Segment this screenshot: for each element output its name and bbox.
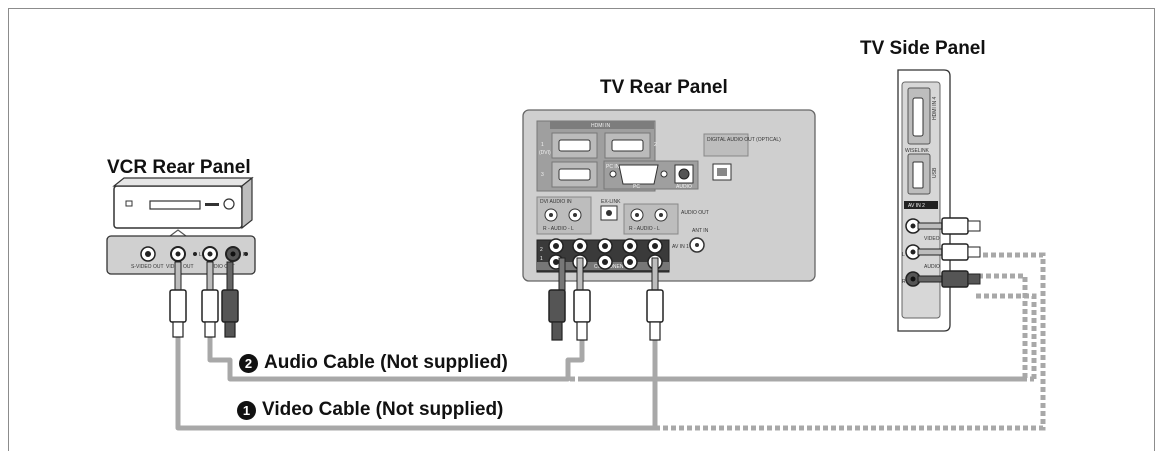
vcr-audio-r-plug [221, 289, 239, 323]
svideo-out-label: S-VIDEO OUT [131, 264, 164, 270]
svg-text:2: 2 [654, 142, 657, 148]
svg-text:VIDEO: VIDEO [924, 236, 940, 242]
svg-text:R - AUDIO - L: R - AUDIO - L [543, 226, 574, 232]
svg-text:ANT IN: ANT IN [692, 228, 709, 234]
svg-text:PC IN: PC IN [606, 164, 620, 170]
hdmi-1-port [558, 139, 591, 152]
vcr-audio-l-plug [201, 289, 219, 323]
dotted-video [655, 252, 1046, 431]
svg-text:DVI AUDIO IN: DVI AUDIO IN [540, 199, 572, 205]
video-cable-line [175, 337, 658, 431]
video-cable-text: Video Cable (Not supplied) [262, 399, 504, 420]
svg-text:HDMI IN 4: HDMI IN 4 [932, 96, 938, 120]
svg-text:R: R [902, 279, 906, 285]
audio-cable [207, 337, 585, 382]
vcr-rear-panel-title: VCR Rear Panel [107, 157, 251, 178]
number-1-icon: 1 [237, 400, 256, 420]
av-in-1-label: AV IN 1 [672, 244, 689, 250]
number-2-icon: 2 [239, 353, 258, 373]
audio-cable-line [207, 337, 585, 382]
vcr-plugs [169, 261, 239, 338]
diagram-frame [8, 8, 1155, 451]
vcr-top [112, 177, 254, 187]
svg-text:2: 2 [540, 247, 543, 253]
av-in-2-tag [904, 201, 938, 209]
audio-cable-label: 2 Audio Cable (Not supplied) [239, 352, 508, 374]
audio-out-label: AUDIO OUT [207, 264, 235, 270]
component-in-label: COMPONENT IN [594, 264, 633, 270]
vcr-side [241, 176, 253, 230]
side-panel-dotted-cables [570, 252, 1046, 431]
svg-text:EX-LINK: EX-LINK [601, 199, 621, 205]
vcr-l-label: L [199, 252, 202, 258]
side-audio-l-plug [941, 243, 969, 261]
svg-text:AUDIO OUT: AUDIO OUT [681, 210, 709, 216]
tv-side-panel: HDMI IN 4 USB WISELINK AV IN 2 VIDEO AUD… [897, 69, 951, 332]
tv-video-plug [646, 289, 664, 323]
tv-side-panel-title: TV Side Panel [860, 38, 986, 59]
vcr-knob-icon [223, 198, 235, 210]
svg-text:AV IN 2: AV IN 2 [908, 203, 925, 209]
svg-text:1: 1 [541, 142, 544, 148]
vcr-display [205, 203, 219, 206]
video-cable [175, 337, 658, 431]
audio-cable-text: Audio Cable (Not supplied) [264, 352, 508, 373]
vcr-video-plug [169, 289, 187, 323]
side-video-plug [941, 217, 969, 235]
hdmi-4-port [912, 97, 924, 137]
vcr-video-plug-pin [174, 261, 182, 291]
tv-side-plugs [917, 217, 981, 288]
video-cable-label: 1 Video Cable (Not supplied) [237, 399, 503, 421]
svg-text:PC: PC [633, 184, 640, 190]
vcr-eject-icon [125, 200, 133, 207]
pc-vga-port [618, 164, 659, 185]
svg-text:USB: USB [932, 167, 938, 178]
svg-text:3: 3 [541, 172, 544, 178]
vcr-device [112, 176, 254, 230]
vcr-rear-panel: S-VIDEO OUT VIDEO OUT AUDIO OUT L R [106, 235, 256, 275]
side-audio-r-plug [941, 270, 969, 288]
tv-rear-panel: HDMI IN 1 (DVI) 2 3 DIGITAL AUDIO OUT (O… [522, 109, 816, 282]
hdmi-2-port [611, 139, 644, 152]
pc-audio-port [678, 168, 690, 180]
tv-rear-panel-title: TV Rear Panel [600, 77, 728, 98]
tv-audio-l-plug [573, 289, 591, 323]
svg-text:L: L [902, 252, 905, 258]
hdmi-in-label: HDMI IN [591, 123, 611, 129]
svg-text:R - AUDIO - L: R - AUDIO - L [629, 226, 660, 232]
svg-text:1: 1 [540, 256, 543, 262]
tv-audio-r-plug [548, 289, 566, 323]
svg-text:(DVI): (DVI) [539, 150, 551, 156]
digital-audio-out-label: DIGITAL AUDIO OUT (OPTICAL) [707, 137, 781, 143]
tv-rear-plugs [548, 257, 664, 341]
vcr-tape-slot [149, 200, 201, 210]
dotted-audio-right [976, 293, 1037, 379]
vcr-r-label: R [243, 252, 247, 258]
hdmi-3-port [558, 168, 591, 181]
svg-text:AUDIO: AUDIO [676, 184, 692, 190]
svg-text:AUDIO: AUDIO [924, 264, 940, 270]
usb-port [912, 161, 924, 189]
svg-text:WISELINK: WISELINK [905, 148, 930, 154]
dotted-audio-left [570, 273, 1028, 382]
